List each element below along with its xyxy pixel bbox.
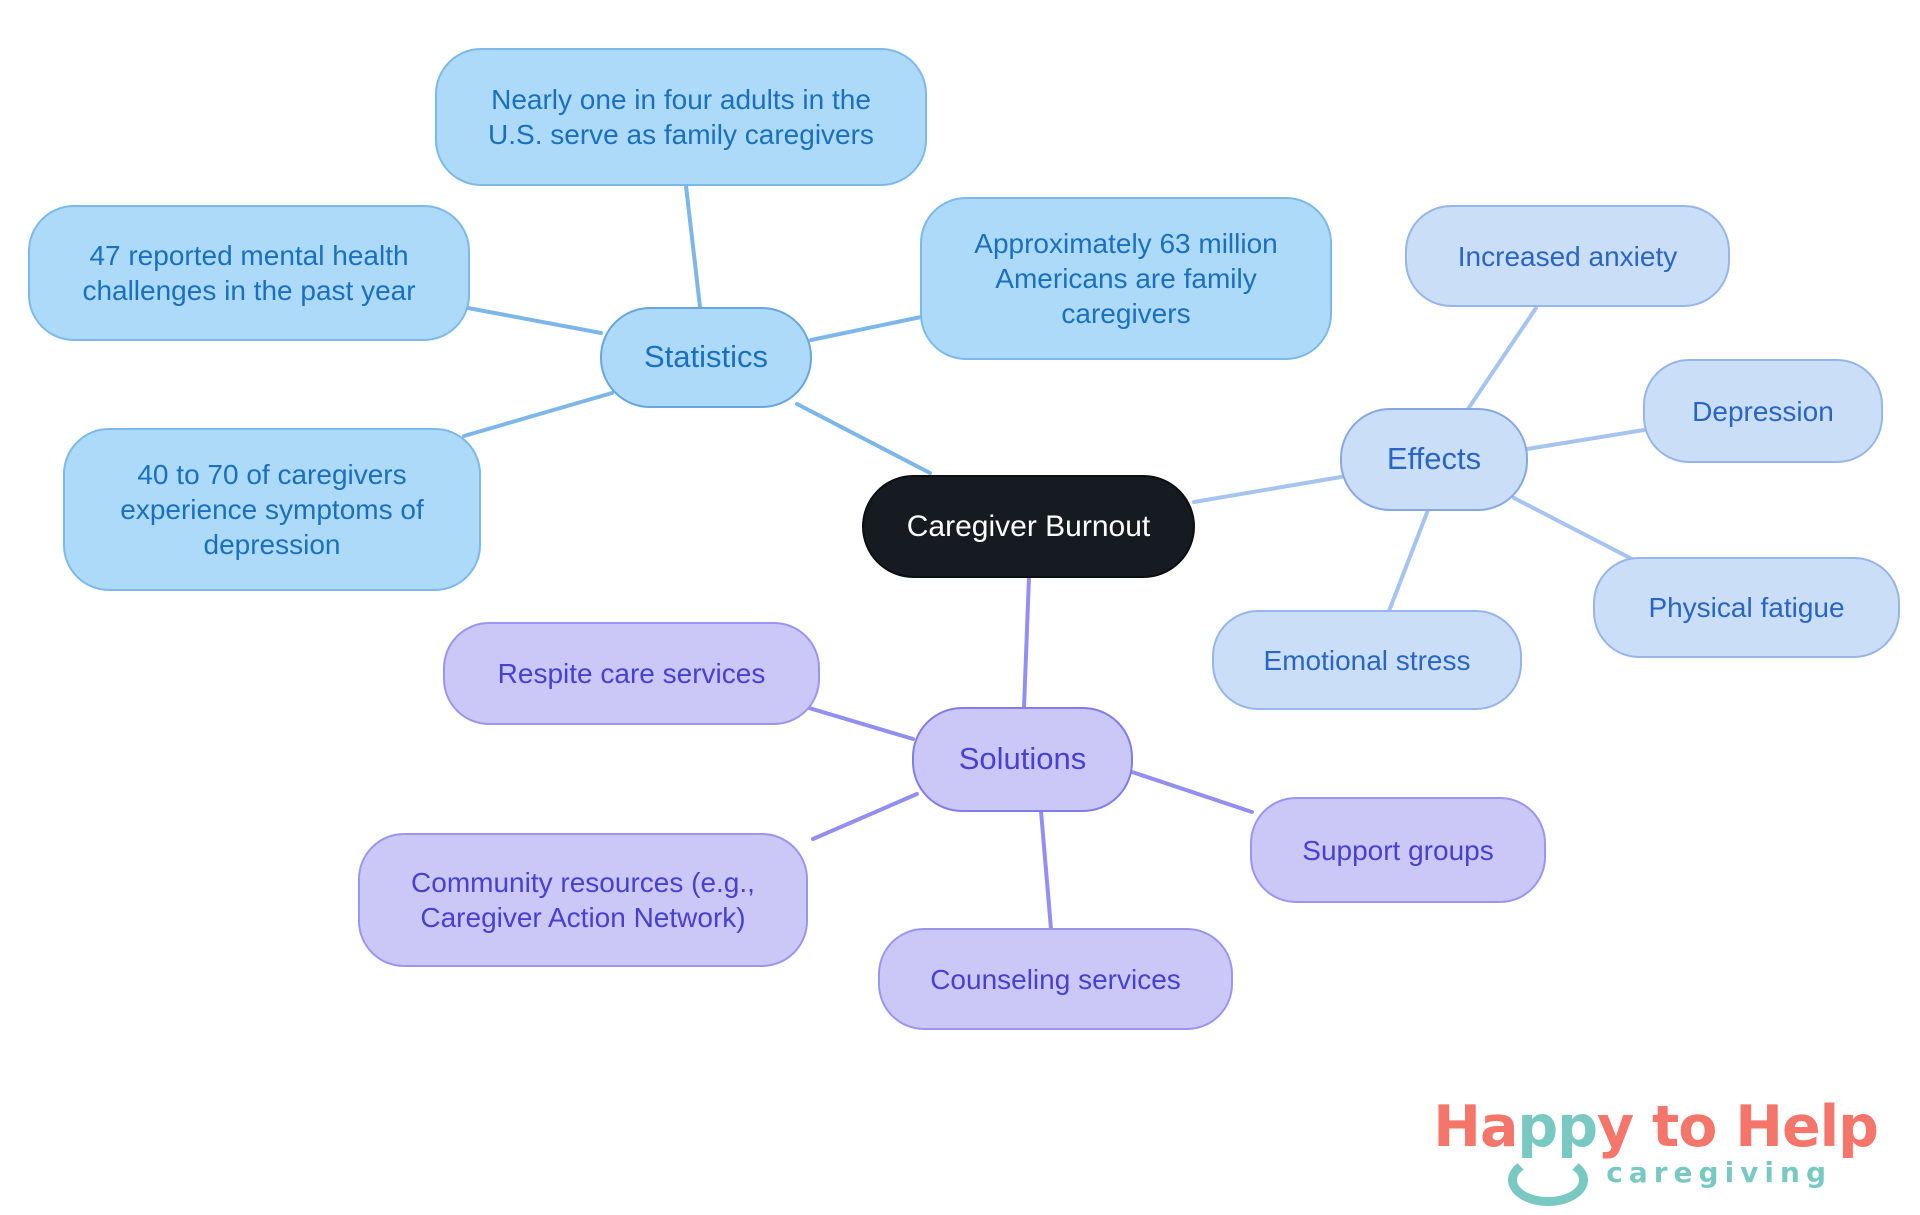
leaf-node-label: Physical fatigue xyxy=(1648,592,1845,623)
branch-node-label: Effects xyxy=(1386,441,1482,477)
branch-node-effects[interactable]: Effects xyxy=(1340,408,1528,511)
leaf-node-label: Support groups xyxy=(1302,834,1494,866)
edge-central-statistics xyxy=(795,402,932,475)
leaf-node-label: Respite care services xyxy=(497,658,766,689)
logo-word-accent: pp xyxy=(1517,1094,1598,1160)
logo-word-start: Ha xyxy=(1433,1094,1518,1160)
edge-central-solutions xyxy=(1022,575,1031,710)
edge-effects-physical-fatigue xyxy=(1512,496,1634,561)
leaf-node-emotional-stress[interactable]: Emotional stress xyxy=(1212,610,1522,710)
central-node-caregiver-burnout[interactable]: Caregiver Burnout xyxy=(862,475,1195,578)
leaf-node-label: Approximately 63 million Americans are f… xyxy=(974,228,1278,329)
leaf-node-physical-fatigue[interactable]: Physical fatigue xyxy=(1593,557,1900,658)
edge-statistics-63-million xyxy=(809,315,923,342)
edge-effects-increased-anxiety xyxy=(1466,306,1538,411)
leaf-node-respite-care-services[interactable]: Respite care services xyxy=(443,622,820,725)
leaf-node-label: Nearly one in four adults in the U.S. se… xyxy=(488,84,874,150)
edge-statistics-47-reported xyxy=(466,306,603,335)
leaf-node-label: Community resources (e.g., Caregiver Act… xyxy=(411,867,755,933)
edge-central-effects xyxy=(1192,475,1343,504)
leaf-node-40-to-70-depression-symptoms[interactable]: 40 to 70 of caregivers experience sympto… xyxy=(63,428,481,591)
branch-node-solutions[interactable]: Solutions xyxy=(912,707,1133,812)
leaf-node-63-million-americans[interactable]: Approximately 63 million Americans are f… xyxy=(920,197,1332,360)
logo-subtitle: caregiving xyxy=(1606,1156,1832,1189)
edge-effects-depression xyxy=(1525,428,1646,451)
leaf-node-47-reported-mental-health[interactable]: 47 reported mental health challenges in … xyxy=(28,205,470,341)
leaf-node-increased-anxiety[interactable]: Increased anxiety xyxy=(1405,205,1730,307)
leaf-node-label: Emotional stress xyxy=(1263,644,1471,676)
leaf-node-support-groups[interactable]: Support groups xyxy=(1250,797,1546,903)
logo-wordmark: Happy to Help xyxy=(1420,1094,1879,1160)
leaf-node-label: 47 reported mental health challenges in … xyxy=(82,240,416,306)
edge-effects-emotional-stress xyxy=(1387,508,1430,613)
edge-solutions-community-resources xyxy=(811,792,919,841)
leaf-node-label: Counseling services xyxy=(930,963,1181,995)
branch-node-label: Solutions xyxy=(958,741,1087,777)
leaf-node-label: Depression xyxy=(1692,395,1834,427)
edge-solutions-respite-care xyxy=(807,706,915,741)
edge-statistics-40-to-70 xyxy=(462,391,614,438)
leaf-node-depression[interactable]: Depression xyxy=(1643,359,1883,463)
leaf-node-counseling-services[interactable]: Counseling services xyxy=(878,928,1233,1030)
central-node-label: Caregiver Burnout xyxy=(906,509,1151,543)
happy-to-help-logo: Happy to Help caregiving xyxy=(1420,1094,1879,1206)
leaf-node-community-resources[interactable]: Community resources (e.g., Caregiver Act… xyxy=(358,833,808,967)
edge-solutions-support-groups xyxy=(1130,770,1254,814)
leaf-node-one-in-four-adults[interactable]: Nearly one in four adults in the U.S. se… xyxy=(435,48,927,186)
logo-word-end: y to Help xyxy=(1597,1094,1879,1160)
branch-node-label: Statistics xyxy=(643,339,769,375)
leaf-node-label: Increased anxiety xyxy=(1457,240,1678,272)
edge-solutions-counseling xyxy=(1039,809,1053,931)
smile-icon xyxy=(1508,1154,1588,1206)
edge-statistics-one-in-four xyxy=(684,184,702,309)
leaf-node-label: 40 to 70 of caregivers experience sympto… xyxy=(120,459,424,560)
branch-node-statistics[interactable]: Statistics xyxy=(600,307,812,408)
